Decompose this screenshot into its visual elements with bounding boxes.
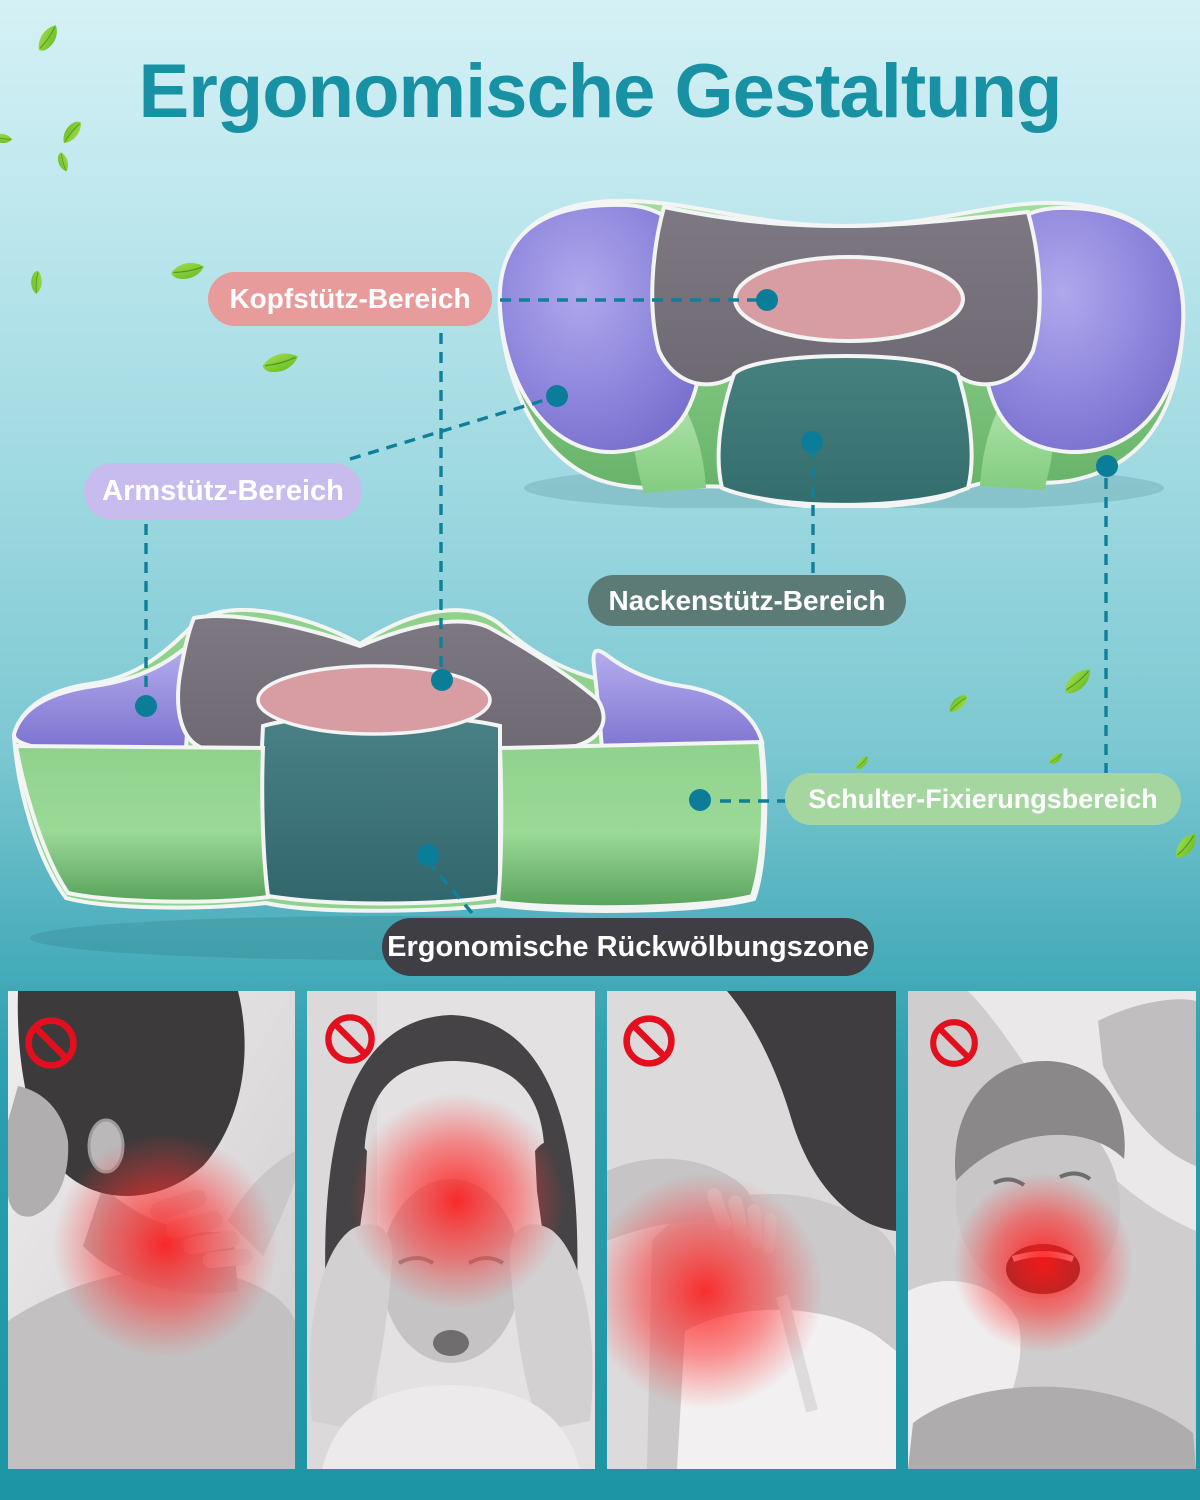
label-ergonomische-rueckwoelbungszone: Ergonomische Rückwölbungszone <box>382 918 874 976</box>
raised-arm <box>1098 999 1196 1166</box>
neck-support-zone <box>716 354 974 507</box>
label-armstuetz-bereich: Armstütz-Bereich <box>84 463 362 520</box>
leaf-icon <box>1046 752 1065 766</box>
leaf-icon <box>31 23 65 54</box>
shoulder-front-left <box>13 743 271 904</box>
shoulder-front-right <box>495 739 766 910</box>
shirt <box>322 1385 580 1469</box>
neck-front-zone <box>259 713 502 906</box>
photo-shoulder-pain <box>607 991 896 1469</box>
pain-glow <box>953 1173 1133 1353</box>
photo-snoring <box>908 991 1196 1469</box>
page-title: Ergonomische Gestaltung <box>138 49 1063 134</box>
leaf-icon <box>57 119 87 145</box>
pillow-top-view-diagram <box>497 198 1186 508</box>
armrest-front-right <box>591 648 765 755</box>
label-nackenstuetz-bereich: Nackenstütz-Bereich <box>588 575 906 626</box>
photo-neck-pain <box>8 991 295 1469</box>
hand-left <box>309 1224 393 1431</box>
leaf-icon <box>1169 831 1200 861</box>
pain-glow <box>53 1133 277 1357</box>
leaf-icon <box>261 350 299 375</box>
shirt <box>908 1386 1196 1469</box>
prohibition-icon <box>25 1017 77 1069</box>
prohibition-icon <box>325 1014 375 1064</box>
face-silhouette <box>8 1086 69 1217</box>
pain-photo-strip <box>0 991 1200 1469</box>
leaf-icon <box>0 128 14 149</box>
leaf-icon <box>852 755 872 771</box>
leaf-icon <box>25 269 48 295</box>
prohibition-icon <box>623 1015 675 1067</box>
leaf-icon <box>56 151 70 173</box>
leaf-icon <box>945 693 971 714</box>
open-mouth <box>433 1330 469 1356</box>
leaf-icon <box>170 258 205 284</box>
label-kopfstuetz-bereich: Kopfstütz-Bereich <box>208 272 492 326</box>
hair-silhouette <box>727 991 896 1231</box>
gray-hair <box>954 1060 1125 1181</box>
label-schulter-fixierungsbereich: Schulter-Fixierungsbereich <box>785 773 1181 825</box>
head-ellipse-zone <box>733 255 965 343</box>
pillow-front-view-diagram <box>11 608 768 960</box>
prohibition-icon <box>930 1019 978 1067</box>
armrest-front-left <box>12 644 197 750</box>
pain-glow <box>349 1093 565 1309</box>
pain-glow <box>607 1173 823 1409</box>
photo-headache <box>307 991 595 1469</box>
leaf-icon <box>1059 667 1097 696</box>
head-ellipse-front <box>256 664 492 736</box>
